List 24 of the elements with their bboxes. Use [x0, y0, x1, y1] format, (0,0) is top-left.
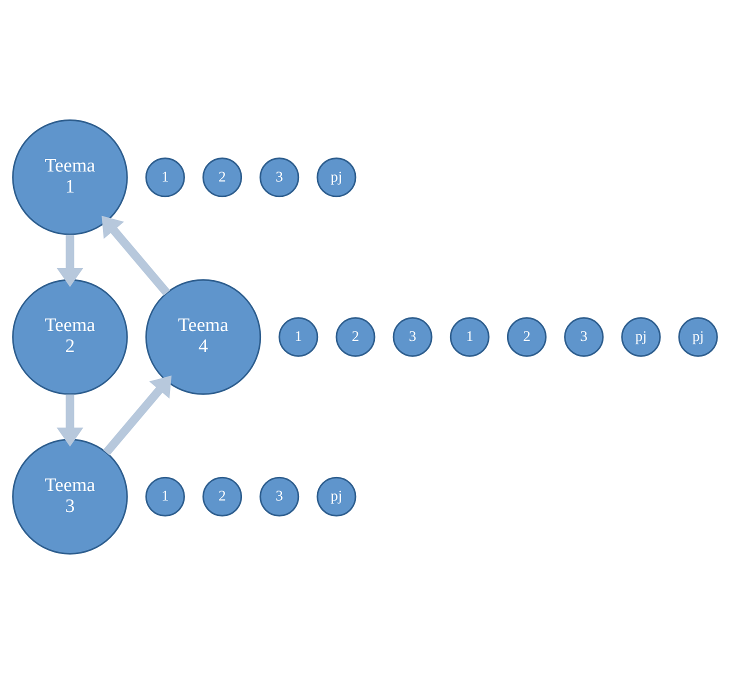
- node-circle: 2: [506, 316, 547, 356]
- node-circle: pj: [316, 476, 356, 516]
- node-circle: pj: [316, 157, 356, 197]
- arrow: [56, 394, 84, 446]
- node-circle: Teema 2: [12, 278, 128, 394]
- arrow: [56, 234, 84, 287]
- node-circle: 2: [336, 316, 376, 356]
- node-circle: 3: [260, 157, 300, 197]
- node-circle: 1: [278, 316, 318, 356]
- arrow: [103, 374, 172, 455]
- node-circle: 2: [202, 157, 242, 197]
- node-circle: Teema 1: [12, 118, 128, 235]
- node-circle: 2: [202, 476, 242, 516]
- node-circle: pj: [678, 316, 718, 356]
- node-circle: Teema 4: [145, 278, 262, 394]
- node-circle: 1: [450, 316, 490, 356]
- node-circle: 1: [145, 476, 185, 516]
- node-circle: Teema 3: [12, 438, 128, 554]
- node-circle: 3: [260, 476, 300, 516]
- node-circle: pj: [621, 316, 661, 356]
- node-circle: 1: [145, 157, 185, 197]
- arrow: [102, 215, 170, 296]
- node-circle: 3: [392, 316, 432, 356]
- node-circle: 3: [564, 316, 604, 356]
